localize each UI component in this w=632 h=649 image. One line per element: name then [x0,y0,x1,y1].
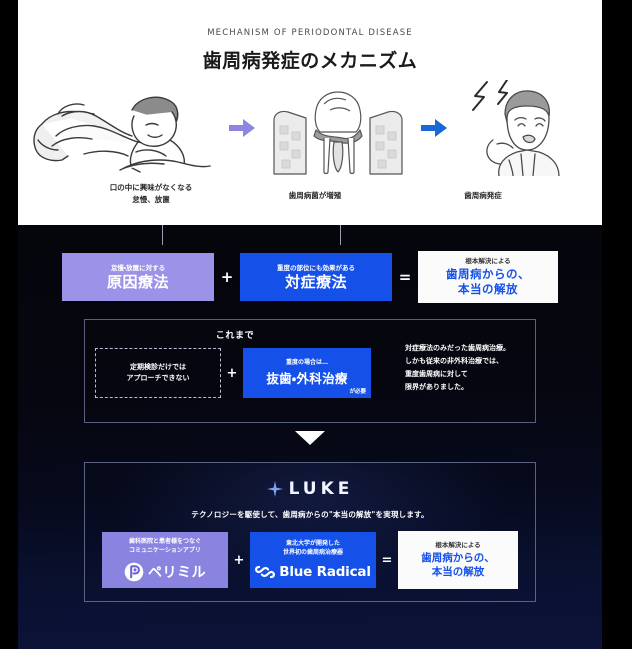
luke-product-row: 歯科医院と患者様をつなぐ コミュニケーションアプリ ペリミル + 東北大学が開発… [85,531,535,589]
tooth-cross-section-icon [273,91,403,175]
person-toothache-icon [472,80,560,176]
person-lying-down-icon [33,96,211,173]
blue-radical-logo-text: Blue Radical [279,563,371,580]
symptomatic-therapy-box: 重度の部位にも効果がある 対症療法 [240,253,392,301]
connector-line-left [162,225,163,245]
surgery-treatment-main: 抜歯・外科治療 [266,370,348,386]
past-treatment-panel: これまで 定期検診だけでは アプローチできない + 重度の場合は… 抜歯・外科治… [84,319,536,423]
luke-plus-operator: + [233,552,245,568]
luke-tagline: テクノロジーを駆使して、歯周病からの"本当の解放"を実現します。 [191,510,429,519]
luke-equals-operator: = [381,552,393,568]
blue-radical-device-box: 東北大学が開発した 世界初の歯周病治療器 Blue Radical [250,532,376,588]
illustration-tooth [263,78,413,178]
past-formula-row: 定期検診だけでは アプローチできない + 重度の場合は… 抜歯・外科治療 が必要 [95,348,395,398]
formula-equals-operator: = [398,267,412,286]
perimiru-logo-icon [124,562,144,581]
luke-brand-name: LUKE [288,479,354,499]
illustration-row [18,78,602,178]
perimiru-app-box: 歯科医院と患者様をつなぐ コミュニケーションアプリ ペリミル [102,532,228,588]
checkup-limitation-line2: アプローチできない [126,374,190,382]
symptomatic-therapy-sub: 重度の部位にも効果がある [277,263,355,272]
perimiru-logo-text: ペリミル [148,564,206,581]
luke-brand-lockup: LUKE [85,479,535,499]
caption-bacteria: 歯周病菌が増殖 [288,191,342,200]
past-description-line-1: 対症療法のみだった歯周病治療。 [405,344,510,352]
symptomatic-therapy-main: 対症療法 [284,272,347,291]
arrow-cell-1 [221,119,263,137]
header-panel: MECHANISM OF PERIODONTAL DISEASE 歯周病発症のメ… [18,0,602,225]
cause-therapy-sub: 怠慢・放置に対する [110,263,166,272]
luke-result-sub: 根本解決による [435,541,481,550]
caption-lazy-line2: 怠慢、放置 [132,194,170,204]
surgery-treatment-note: が必要 [349,389,366,395]
caption-lazy: 口の中に興味がなくなる 怠慢、放置 [66,182,236,205]
liberation-result-sub: 根本解決による [465,257,511,266]
arrow-right-purple-icon [229,119,255,137]
surgery-treatment-sub: 重度の場合は… [285,359,328,367]
liberation-result-box: 根本解決による 歯周病からの、 本当の解放 [418,251,558,303]
page-title: 歯周病発症のメカニズム [202,50,418,72]
luke-solution-panel: LUKE テクノロジーを駆使して、歯周病からの"本当の解放"を実現します。 歯科… [84,462,536,602]
arrow-right-blue-icon [421,119,447,137]
dark-section: 怠慢・放置に対する 原因療法 + 重度の部位にも効果がある 対症療法 = 根本解… [18,225,602,649]
connector-line-right [340,225,341,245]
luke-result-box: 根本解決による 歯周病からの、 本当の解放 [398,531,518,589]
eyebrow-text: MECHANISM OF PERIODONTAL DISEASE [207,28,413,38]
formula-row: 怠慢・放置に対する 原因療法 + 重度の部位にも効果がある 対症療法 = 根本解… [18,251,602,303]
caption-onset: 歯周病発症 [464,191,502,200]
sparkle-icon [266,481,283,497]
checkup-limitation-line1: 定期検診だけでは [130,363,186,372]
luke-result-line2: 本当の解放 [431,565,485,578]
surgery-treatment-box: 重度の場合は… 抜歯・外科治療 が必要 [243,348,371,398]
cause-therapy-main: 原因療法 [106,272,169,291]
past-description-line-4: 限界がありました。 [405,382,468,391]
past-plus-operator: + [226,365,238,381]
past-description-paragraph: 対症療法のみだった歯周病治療。 しかも従来の非外科治療では、 重度歯周病に対して… [405,342,535,394]
past-description-line-2: しかも従来の非外科治療では、 [405,356,503,365]
luke-result-line1: 歯周病からの、 [421,551,495,564]
liberation-result-line1: 歯周病からの、 [446,266,530,281]
past-description-line-3: 重度歯周病に対して [405,369,468,378]
blue-radical-sub-line1: 東北大学が開発した [285,540,340,548]
checkup-limitation-box: 定期検診だけでは アプローチできない [95,348,221,398]
blue-radical-logo-icon [255,565,276,578]
blue-radical-logo-row: Blue Radical [255,564,371,580]
past-panel-title: これまで [215,331,255,341]
illustration-toothache-person [455,78,595,178]
perimiru-sub-line2: コミュニケーションアプリ [129,547,201,554]
perimiru-sub-line1: 歯科医院と患者様をつなぐ [128,538,201,546]
formula-plus-operator: + [220,267,234,286]
illustration-lazy-person [25,78,221,178]
triangle-down-icon [295,431,325,445]
cause-therapy-box: 怠慢・放置に対する 原因療法 [62,253,214,301]
liberation-result-line2: 本当の解放 [458,281,518,296]
arrow-cell-2 [413,119,455,137]
caption-lazy-line1: 口の中に興味がなくなる [109,183,193,192]
perimiru-logo-row: ペリミル [124,562,206,582]
caption-row: 口の中に興味がなくなる 怠慢、放置 歯周病菌が増殖 歯周病発症 [18,182,602,222]
blue-radical-sub-line2: 世界初の歯周病治療器 [282,549,343,556]
